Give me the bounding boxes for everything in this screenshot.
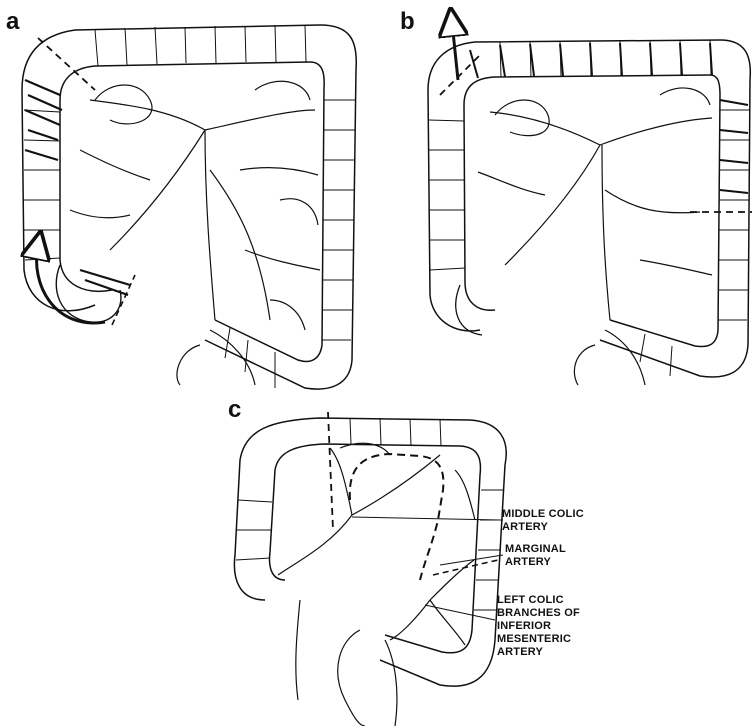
panel-b-small-bowel [574, 330, 645, 385]
panel-c-cut-line-lower [433, 560, 498, 575]
panel-a-haustra [24, 25, 356, 388]
panel-c-leader-left-colic [425, 605, 495, 620]
panel-b-drawing [428, 22, 752, 385]
panel-b-haustra [429, 40, 750, 376]
panel-a-cut-line [38, 38, 95, 90]
callout-left-colic-branches: LEFT COLIC BRANCHES OF INFERIOR MESENTER… [497, 594, 580, 659]
panel-c-colon-outer [234, 418, 506, 686]
panel-c-leader-marginal [440, 555, 503, 565]
panel-b-cecum [456, 285, 482, 335]
panel-a-small-bowel [177, 330, 255, 385]
panel-a-drawing [22, 25, 356, 389]
panel-c-small-bowel [338, 630, 397, 726]
panel-a-resected-hatch [25, 80, 130, 295]
panel-c-drawing [234, 412, 506, 726]
panel-a-vessels [70, 81, 320, 330]
panel-a-colon-outer [22, 25, 356, 389]
panel-b-colon-outer [428, 40, 750, 377]
panel-c-ileum [296, 600, 300, 700]
panel-b-lift-arrow [452, 22, 458, 80]
panel-b-vessels [478, 88, 712, 320]
panel-a-colon-inner [60, 62, 324, 361]
callout-middle-colic-artery: MIDDLE COLIC ARTERY [502, 508, 584, 534]
panel-b-colon-inner [464, 75, 720, 347]
callout-marginal-artery: MARGINAL ARTERY [505, 543, 566, 569]
panel-c-cut-line [328, 412, 333, 530]
panel-c-colon-inner [270, 444, 481, 653]
panel-b-cut-line [440, 55, 480, 95]
panel-c-vessels [278, 443, 475, 645]
